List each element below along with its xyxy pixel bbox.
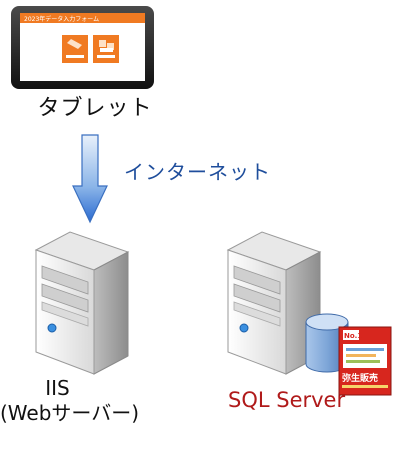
web-server-label-line1: IIS [45,376,70,400]
product-box-icon: No.1 弥生販売 [338,326,392,396]
database [304,312,350,374]
tablet-icon: 2023年データ入力フォーム [11,6,154,89]
db-server-label: SQL Server [228,388,346,412]
product-badge: No.1 [344,332,362,340]
server-icon [34,231,130,375]
tablet-screen-header: 2023年データ入力フォーム [24,15,99,23]
internet-arrow [72,134,108,224]
down-arrow-icon [72,134,108,224]
web-server-label-line2: (Webサーバー) [0,401,140,425]
internet-label: インターネット [124,160,271,184]
tablet-label: タブレット [37,96,153,121]
product-box: No.1 弥生販売 [338,326,392,396]
product-title: 弥生販売 [342,372,378,384]
web-server [30,228,130,376]
database-icon [305,313,349,373]
web-server-label: IIS (Webサーバー) [0,376,140,426]
tablet-device: 2023年データ入力フォーム [10,5,155,90]
